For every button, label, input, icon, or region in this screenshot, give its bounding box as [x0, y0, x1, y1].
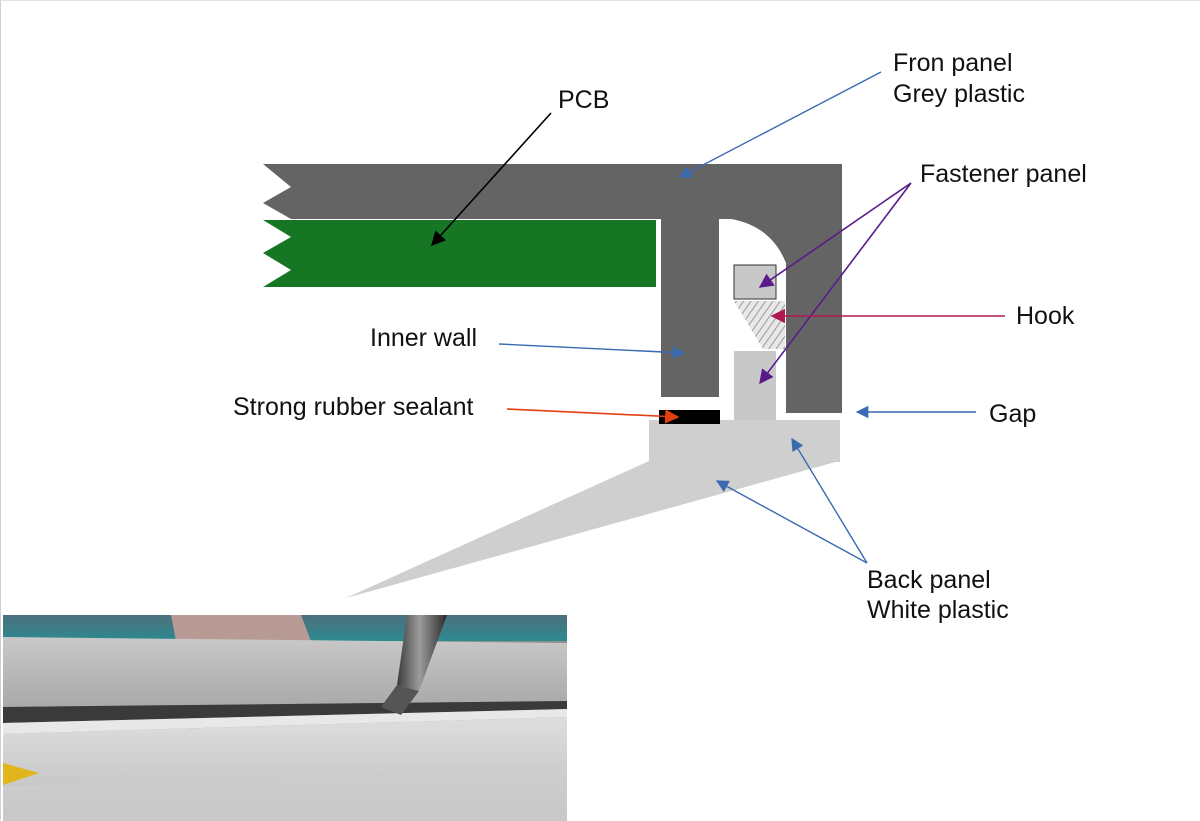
front-panel-label-line1: Fron panel	[893, 49, 1013, 77]
photo-yellow-marker	[3, 763, 39, 785]
pcb-arrow	[431, 112, 552, 247]
sealant-arrow	[506, 408, 680, 424]
photo-edge-highlight	[3, 709, 567, 734]
photo-screwdriver-shaft	[397, 615, 447, 691]
hook-curve	[731, 219, 786, 263]
fastener-arrow-lower	[759, 182, 912, 385]
back-panel-label-line2: White plastic	[867, 596, 1009, 624]
photo-sealant-strip	[3, 701, 567, 723]
inner-wall-label: Inner wall	[370, 324, 477, 352]
pcb-label: PCB	[558, 86, 609, 114]
fastener-panel-label: Fastener panel	[920, 160, 1087, 188]
fastener-panel-upper	[733, 264, 777, 300]
fastener-arrow-upper	[758, 182, 912, 288]
photo-screwdriver-tip	[381, 685, 419, 715]
fastener-panel-lower	[734, 351, 776, 420]
front-panel-label-line2: Grey plastic	[893, 80, 1025, 108]
back-panel-label-line1: Back panel	[867, 566, 991, 594]
inner-wall-arrow	[498, 343, 686, 359]
hook-label: Hook	[1016, 302, 1075, 330]
photo-inset	[3, 615, 567, 821]
gap-label: Gap	[989, 400, 1036, 428]
back-panel	[649, 420, 840, 462]
back-panel-projection	[346, 461, 839, 598]
back-panel-arrow-2	[791, 437, 868, 564]
photo-wall-shape	[171, 615, 311, 641]
front-panel-arrow	[678, 71, 882, 178]
photo-back-panel-shade	[3, 771, 567, 821]
pcb-board	[263, 220, 656, 287]
back-panel-arrow-1	[715, 480, 868, 564]
front-panel	[263, 164, 842, 413]
photo-front-panel	[3, 637, 567, 707]
rubber-sealant-label: Strong rubber sealant	[233, 393, 473, 421]
